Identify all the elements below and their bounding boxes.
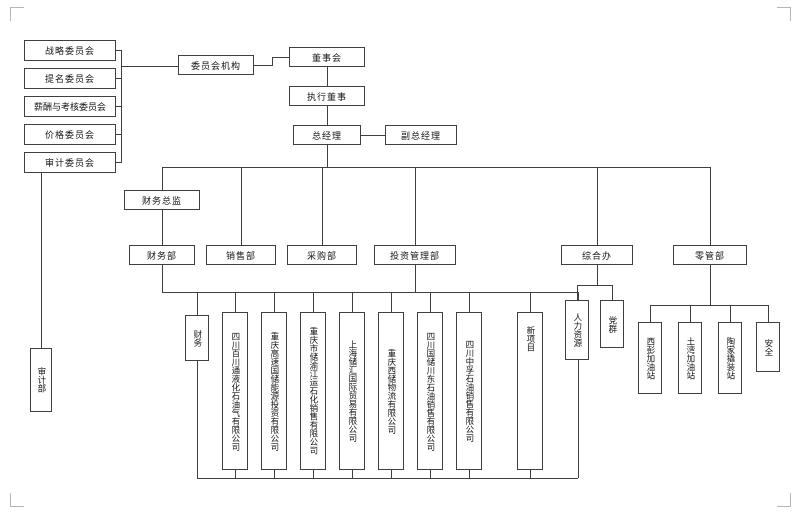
org-node-subsidiary-sichuan-guochu: 四川国储川东石油销售有限公司	[417, 312, 443, 470]
org-node-new-project: 新项目	[517, 312, 543, 470]
connector-line	[274, 292, 275, 312]
connector-line	[116, 106, 121, 107]
org-node-strategy-committee: 战略委员会	[24, 40, 116, 61]
connector-line	[235, 470, 236, 478]
org-node-remuneration-committee: 薪酬与考核委员会	[24, 96, 116, 117]
connector-line	[121, 66, 178, 67]
connector-line	[415, 167, 416, 245]
org-node-price-committee: 价格委员会	[24, 124, 116, 145]
connector-line	[272, 57, 273, 66]
connector-line	[197, 292, 198, 315]
connector-line	[650, 305, 768, 306]
connector-line	[650, 305, 651, 322]
connector-line	[235, 292, 236, 312]
connector-line	[241, 167, 242, 245]
connector-line	[254, 65, 272, 66]
connector-line	[116, 50, 121, 51]
org-node-executive-director: 执行董事	[289, 86, 365, 106]
connector-line	[313, 292, 314, 312]
connector-line	[322, 167, 323, 245]
connector-line	[361, 135, 385, 136]
org-node-subsidiary-sichuan-zhongfu: 四川中孚石油销售有限公司	[456, 312, 482, 470]
connector-line	[469, 470, 470, 478]
org-node-committee-org: 委员会机构	[178, 55, 254, 75]
org-node-nomination-committee: 提名委员会	[24, 68, 116, 89]
connector-line	[768, 305, 769, 322]
org-node-audit-dept: 审计部	[30, 348, 52, 412]
connector-line	[530, 470, 531, 478]
connector-line	[612, 285, 613, 300]
connector-line	[116, 134, 121, 135]
connector-line	[327, 67, 328, 86]
connector-line	[274, 470, 275, 478]
connector-line	[430, 292, 431, 312]
connector-line	[197, 361, 198, 478]
connector-line	[162, 167, 163, 190]
crop-mark-top-left	[10, 7, 24, 21]
connector-line	[41, 173, 42, 348]
connector-line	[578, 292, 579, 478]
org-node-sales-dept: 销售部	[206, 245, 276, 265]
connector-line	[121, 50, 122, 163]
org-node-general-office: 综合办	[561, 245, 633, 265]
org-node-subsidiary-chongqing-gaosu: 重庆高速国储能源投资有限公司	[261, 312, 287, 470]
org-node-party-group: 党群	[600, 300, 624, 348]
connector-line	[352, 292, 353, 312]
org-node-finance-director: 财务总监	[124, 190, 200, 210]
org-node-xipeng-gas-station: 西彭加油站	[638, 322, 662, 394]
org-node-audit-committee: 审计委员会	[24, 152, 116, 173]
connector-line	[116, 162, 121, 163]
org-node-human-resources: 人力资源	[565, 300, 589, 360]
org-node-procurement-dept: 采购部	[287, 245, 357, 265]
org-node-safety: 安全	[756, 322, 780, 372]
connector-line	[197, 478, 578, 479]
connector-line	[162, 265, 163, 292]
connector-line	[162, 292, 578, 293]
connector-line	[327, 106, 328, 125]
connector-line	[530, 292, 531, 312]
connector-line	[577, 285, 578, 300]
connector-line	[391, 292, 392, 312]
connector-line	[469, 292, 470, 312]
crop-mark-top-right	[777, 7, 791, 21]
org-node-subsidiary-shanghai-chuhui: 上海储汇国际贸易有限公司	[339, 312, 365, 470]
connector-line	[430, 470, 431, 478]
connector-line	[577, 285, 612, 286]
org-node-subsidiary-sichuan-baichuantong: 四川百川通液化石油气有限公司	[222, 312, 248, 470]
connector-line	[272, 57, 289, 58]
org-node-retail-mgmt-dept: 零管部	[673, 245, 747, 265]
org-node-subsidiary-chongqing-chuyu: 重庆市储渝江运石化销售有限公司	[300, 312, 326, 470]
org-node-investment-mgmt-dept: 投资管理部	[374, 245, 456, 265]
crop-mark-bottom-left	[10, 493, 24, 507]
connector-line	[116, 78, 121, 79]
connector-line	[327, 145, 328, 167]
connector-line	[391, 470, 392, 478]
connector-line	[162, 167, 710, 168]
connector-line	[597, 265, 598, 285]
connector-line	[710, 265, 711, 305]
connector-line	[710, 167, 711, 245]
org-node-finance-dept: 财务部	[129, 245, 195, 265]
connector-line	[597, 167, 598, 245]
crop-mark-bottom-right	[777, 493, 791, 507]
connector-line	[313, 470, 314, 478]
org-node-deputy-general-manager: 副总经理	[385, 125, 457, 145]
connector-line	[352, 470, 353, 478]
org-node-general-manager: 总经理	[293, 125, 361, 145]
org-node-taojia-skid-station: 陶家撬装站	[718, 322, 742, 394]
org-node-finance: 财务	[185, 315, 209, 361]
connector-line	[730, 305, 731, 322]
connector-line	[162, 210, 163, 245]
connector-line	[690, 305, 691, 322]
org-node-board-of-directors: 董事会	[289, 47, 365, 67]
org-node-tuwan-gas-station: 土湾加油站	[678, 322, 702, 394]
connector-line	[415, 265, 416, 292]
org-node-subsidiary-chongqing-xichu: 重庆西储物流有限公司	[378, 312, 404, 470]
